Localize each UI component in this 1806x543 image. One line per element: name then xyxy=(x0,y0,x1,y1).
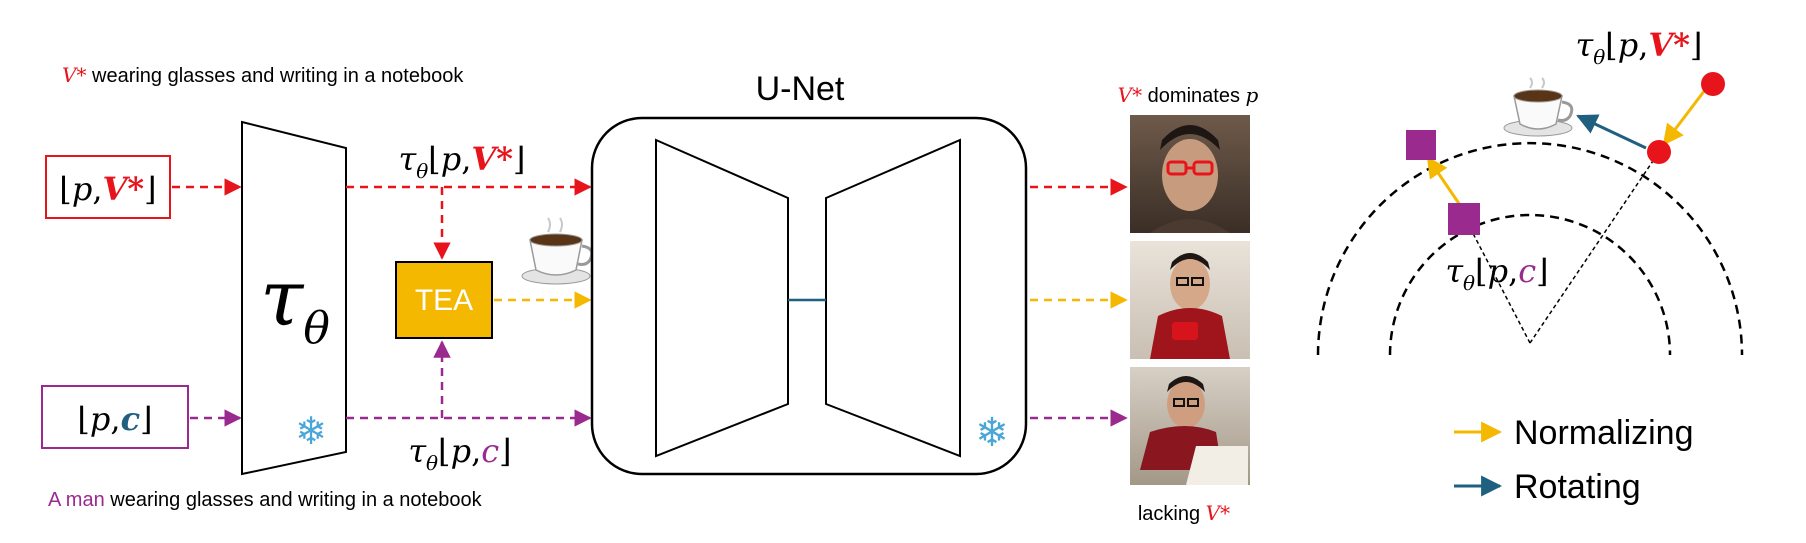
output-image-bottom xyxy=(1130,367,1250,485)
rotating-arrow xyxy=(1576,114,1647,150)
output-image-top xyxy=(1130,115,1250,233)
output-top-caption: V* dominates p xyxy=(1118,83,1259,107)
output-image-middle xyxy=(1130,241,1250,359)
normalizing-arrow-class xyxy=(1426,156,1464,209)
unet-title: U-Net xyxy=(756,70,845,108)
prompt-a-man: A man xyxy=(48,489,105,511)
class-input-label: ⌊p,c⌋ xyxy=(77,400,152,438)
personalized-prompt: V* wearing glasses and writing in a note… xyxy=(62,63,464,87)
personalized-embedding-label: τθ⌊p,V*⌋ xyxy=(399,140,526,183)
personalized-input-box xyxy=(45,155,171,219)
inner-arc xyxy=(1388,213,1672,356)
unet-snowflake-icon: ❄ xyxy=(975,411,1009,455)
class-input-box xyxy=(41,385,189,449)
class-point-normalized xyxy=(1406,130,1436,160)
class-embedding-label: τθ⌊p,c⌋ xyxy=(408,432,511,475)
legend: Normalizing Rotating xyxy=(1454,414,1694,506)
normalizing-arrow-personalized xyxy=(1662,85,1710,146)
prompt-vstar-token: V* xyxy=(62,63,86,87)
output-bottom-caption: lacking V* xyxy=(1138,501,1230,525)
text-encoder-label: τθ xyxy=(260,254,330,354)
input-vstar-token: V* xyxy=(103,170,145,208)
unet-encoder-trapezoid xyxy=(655,138,789,458)
prompt-personalized-rest: wearing glasses and writing in a noteboo… xyxy=(86,65,464,87)
prompt-class-rest: wearing glasses and writing in a noteboo… xyxy=(105,489,483,511)
tea-label: TEA xyxy=(415,284,473,317)
radius-line-personalized xyxy=(1529,151,1660,344)
legend-normalizing-label: Normalizing xyxy=(1514,414,1694,452)
radius-line-class xyxy=(1464,217,1531,344)
coffee-cup-icon xyxy=(521,217,594,285)
class-point-original xyxy=(1448,203,1480,235)
personalized-point-original xyxy=(1701,72,1725,96)
text-encoder-block xyxy=(241,120,347,476)
personalized-point-normalized xyxy=(1647,140,1671,164)
geometry-personalized-label: τθ⌊p,V*⌋ xyxy=(1576,26,1703,69)
input-c-token: c xyxy=(121,400,140,438)
geometry-coffee-cup-icon xyxy=(1503,77,1574,137)
legend-rotating-label: Rotating xyxy=(1514,468,1641,506)
tea-block xyxy=(395,261,493,339)
personalized-input-label: ⌊p,V*⌋ xyxy=(59,170,156,208)
outer-arc xyxy=(1316,141,1744,356)
snowflake-icon: ❄ xyxy=(295,411,327,453)
unet-decoder-trapezoid xyxy=(825,138,961,458)
class-prompt: A man wearing glasses and writing in a n… xyxy=(48,489,483,511)
geometry-class-label: τθ⌊p,c⌋ xyxy=(1445,252,1548,295)
